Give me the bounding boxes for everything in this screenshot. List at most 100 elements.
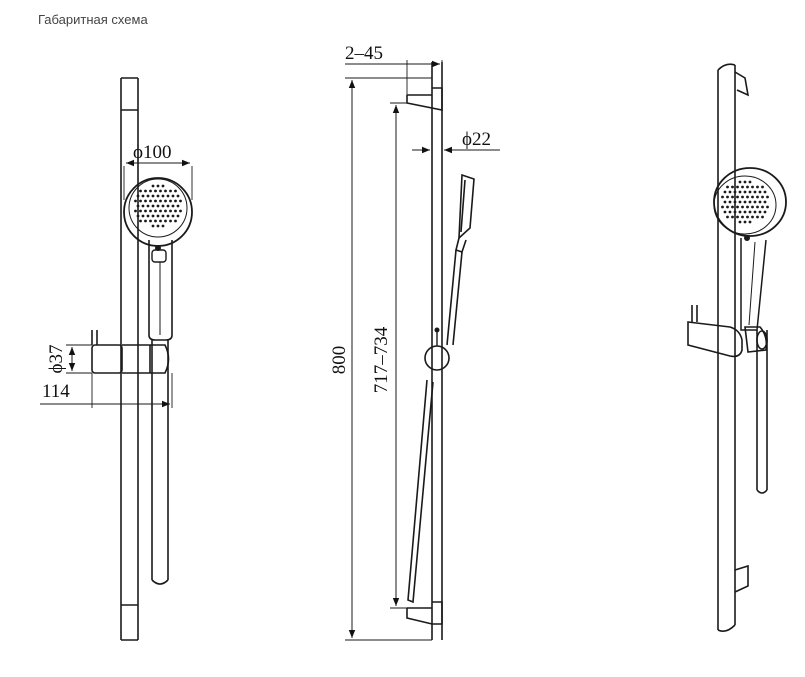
nozzle-dot bbox=[144, 199, 147, 203]
nozzle-dot bbox=[156, 224, 160, 228]
nozzle-dot bbox=[741, 215, 744, 219]
nozzle-dot bbox=[746, 195, 749, 199]
nozzle-dot bbox=[731, 205, 734, 209]
nozzle-dot bbox=[171, 194, 175, 198]
nozzle-dot bbox=[748, 210, 752, 214]
head-diameter-label: ϕ100 bbox=[133, 142, 172, 163]
nozzle-dot bbox=[161, 184, 165, 188]
nozzle-dot bbox=[174, 209, 177, 213]
nozzle-dot bbox=[154, 199, 157, 203]
nozzle-dot bbox=[746, 185, 749, 189]
nozzle-dot bbox=[758, 200, 762, 204]
nozzle-dot bbox=[134, 209, 137, 213]
nozzle-dot bbox=[723, 210, 727, 214]
nozzle-dot bbox=[756, 185, 759, 189]
nozzle-dot bbox=[731, 185, 734, 189]
nozzle-dot bbox=[743, 180, 747, 184]
nozzle-dot bbox=[161, 194, 165, 198]
bar-diameter-label: ϕ22 bbox=[462, 129, 491, 150]
nozzle-dot bbox=[164, 209, 167, 213]
shower-head-perspective bbox=[713, 167, 787, 331]
nozzle-dot bbox=[748, 200, 752, 204]
nozzle-dot bbox=[743, 200, 747, 204]
nozzle-dot bbox=[721, 195, 724, 199]
dim-head-diameter: ϕ100 bbox=[123, 142, 193, 200]
nozzle-dot bbox=[174, 199, 177, 203]
nozzle-dot bbox=[758, 210, 762, 214]
nozzle-dot bbox=[159, 199, 162, 203]
nozzle-dot bbox=[164, 189, 167, 193]
nozzle-dot bbox=[733, 210, 737, 214]
nozzle-dot bbox=[141, 194, 145, 198]
hose-perspective bbox=[756, 330, 768, 494]
nozzle-dot bbox=[166, 204, 170, 208]
nozzle-dot bbox=[741, 205, 744, 209]
nozzle-dot bbox=[766, 195, 769, 199]
nozzle-dot bbox=[176, 194, 180, 198]
nozzle-dot bbox=[166, 194, 170, 198]
nozzle-dot bbox=[149, 209, 152, 213]
nozzle-dot bbox=[169, 199, 172, 203]
bracket-range-label: 2–45 bbox=[345, 43, 383, 64]
nozzle-dot bbox=[139, 209, 142, 213]
holder-diameter-label: ϕ37 bbox=[46, 344, 67, 373]
nozzle-dot bbox=[176, 214, 180, 218]
nozzle-dot bbox=[166, 214, 170, 218]
nozzle-dot bbox=[156, 194, 160, 198]
nozzle-dot bbox=[136, 194, 140, 198]
slider-knob bbox=[424, 327, 450, 371]
nozzle-dot bbox=[746, 215, 749, 219]
nozzle-dot bbox=[139, 199, 142, 203]
rail-bar-front bbox=[431, 62, 443, 640]
dim-slider-range: 717–734 bbox=[371, 102, 407, 609]
slider-holder bbox=[91, 330, 170, 374]
nozzle-dot bbox=[751, 185, 754, 189]
nozzle-dot bbox=[753, 190, 757, 194]
nozzle-dot bbox=[763, 200, 767, 204]
dim-holder-diameter: ϕ37 bbox=[46, 344, 92, 374]
nozzle-dot bbox=[721, 205, 724, 209]
nozzle-dot bbox=[738, 180, 742, 184]
shower-head-side bbox=[455, 173, 475, 254]
side-view: ϕ100 ϕ37 114 bbox=[40, 77, 193, 641]
nozzle-dot bbox=[144, 189, 147, 193]
nozzle-dot bbox=[741, 185, 744, 189]
nozzle-dot bbox=[161, 224, 165, 228]
nozzle-dot bbox=[743, 220, 747, 224]
nozzle-dot bbox=[736, 195, 739, 199]
nozzle-dot bbox=[738, 190, 742, 194]
nozzle-dot bbox=[139, 219, 142, 223]
nozzle-dot bbox=[728, 200, 732, 204]
nozzle-dot bbox=[726, 205, 729, 209]
nozzle-dot bbox=[733, 190, 737, 194]
nozzle-dot bbox=[761, 215, 764, 219]
nozzle-dot bbox=[156, 184, 160, 188]
rail-bar-perspective bbox=[717, 63, 750, 632]
nozzle-dot bbox=[763, 190, 767, 194]
nozzle-dot bbox=[151, 214, 155, 218]
nozzle-dot bbox=[151, 224, 155, 228]
top-bracket bbox=[406, 87, 443, 111]
nozzle-dot bbox=[761, 185, 764, 189]
nozzle-dot bbox=[176, 204, 180, 208]
nozzle-dot bbox=[753, 200, 757, 204]
nozzle-dot bbox=[156, 214, 160, 218]
nozzle-dot bbox=[748, 180, 752, 184]
nozzle-dot bbox=[149, 199, 152, 203]
nozzle-dot bbox=[736, 185, 739, 189]
nozzle-dot bbox=[761, 195, 764, 199]
shower-head bbox=[123, 177, 193, 341]
nozzle-dot bbox=[154, 189, 157, 193]
shower-hose bbox=[151, 340, 169, 585]
nozzle-dot bbox=[151, 194, 155, 198]
nozzle-dot bbox=[751, 195, 754, 199]
nozzle-dot bbox=[751, 205, 754, 209]
nozzle-dot bbox=[136, 204, 140, 208]
dim-bar-diameter: ϕ22 bbox=[412, 129, 500, 154]
nozzle-dot bbox=[746, 205, 749, 209]
nozzle-dot bbox=[144, 209, 147, 213]
nozzle-dot bbox=[743, 210, 747, 214]
nozzle-dot bbox=[761, 205, 764, 209]
nozzle-dot bbox=[159, 209, 162, 213]
